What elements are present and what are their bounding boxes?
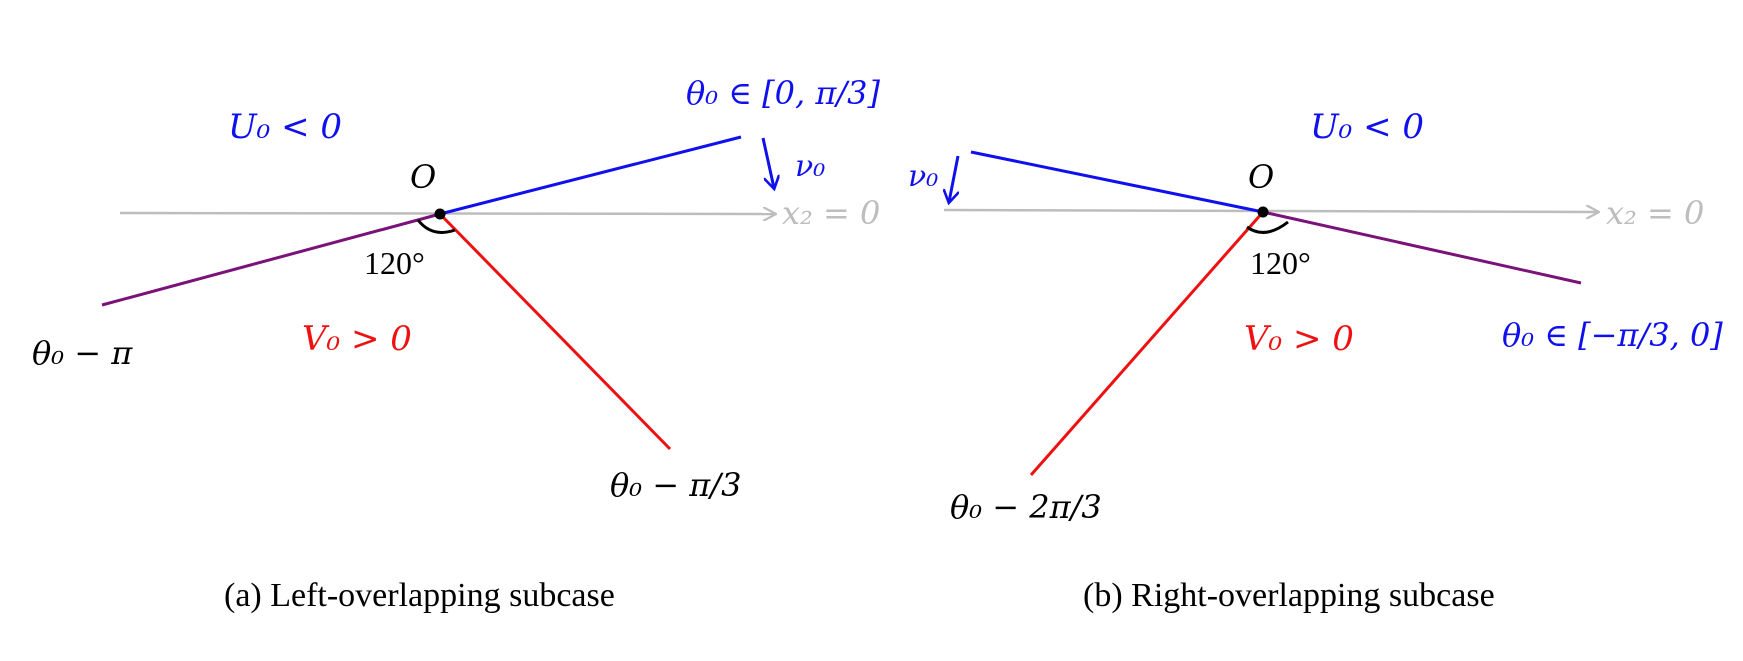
blue-ray-a	[439, 135, 742, 216]
caption-b: (b) Right-overlapping subcase	[1083, 577, 1495, 614]
angle-arc-b	[1246, 220, 1289, 234]
panel-a: O x₂ = 0 120° U₀ < 0 V₀ > 0 ν₀ θ₀ ∈ [0, …	[32, 74, 880, 614]
origin-label-b: O	[1248, 158, 1274, 196]
axis-label-b: x₂ = 0	[1606, 194, 1704, 232]
axis-label-a: x₂ = 0	[782, 194, 880, 232]
normal-arrow-a	[761, 137, 774, 188]
angle-label-a: 120°	[364, 245, 425, 281]
origin-point-a	[434, 208, 446, 220]
red-ray-label-b: θ₀ − 2π/3	[950, 488, 1102, 526]
red-ray-b	[1029, 211, 1265, 476]
normal-label-b: ν₀	[908, 159, 938, 194]
normal-label-a: ν₀	[795, 149, 825, 184]
red-region-label-a: V₀ > 0	[302, 319, 412, 359]
blue-region-label-b: U₀ < 0	[1310, 107, 1424, 147]
origin-point-b	[1257, 206, 1269, 218]
blue-ray-label-b: θ₀ ∈ [−π/3, 0]	[1502, 316, 1723, 354]
red-ray-a	[438, 212, 672, 451]
blue-ray-label-a: θ₀ ∈ [0, π/3]	[686, 74, 880, 112]
caption-a: (a) Left-overlapping subcase	[224, 577, 615, 614]
blue-region-label-a: U₀ < 0	[228, 107, 342, 147]
purple-ray-label-a: θ₀ − π	[32, 334, 133, 372]
purple-ray-a	[101, 212, 441, 307]
purple-ray-b	[1262, 210, 1582, 285]
origin-label-a: O	[410, 158, 436, 196]
red-ray-label-a: θ₀ − π/3	[610, 466, 741, 504]
angle-arc-a	[416, 219, 456, 234]
normal-arrow-b	[949, 155, 960, 202]
axis-line-b	[943, 210, 1598, 212]
panel-b: O x₂ = 0 120° U₀ < 0 V₀ > 0 ν₀ θ₀ ∈ [−π/…	[908, 107, 1723, 614]
angle-label-b: 120°	[1250, 245, 1311, 281]
blue-ray-b	[970, 150, 1264, 214]
red-region-label-b: V₀ > 0	[1244, 319, 1354, 359]
